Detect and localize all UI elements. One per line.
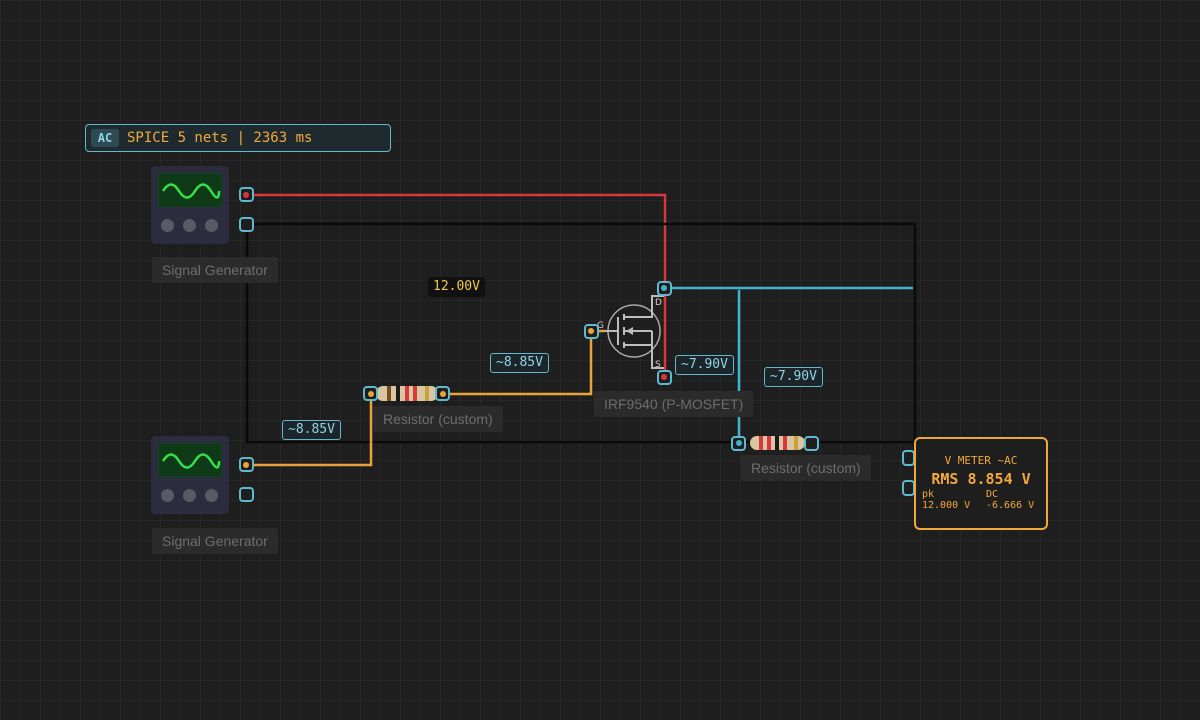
gen-bottom-terminal-gnd[interactable] <box>239 487 254 502</box>
mosfet-pin-d: D <box>655 298 662 308</box>
terminal-dot-red <box>243 192 249 198</box>
meter-dc-label: DC <box>986 489 999 500</box>
knob-icon[interactable] <box>183 489 196 502</box>
wire-black-loop[interactable] <box>245 224 915 444</box>
resistor-right-label: Resistor (custom) <box>741 455 871 481</box>
voltage-probe-label: ~8.85V <box>282 420 341 440</box>
terminal-dot-cyan-drain <box>661 285 667 291</box>
sine-wave-icon <box>161 183 221 199</box>
voltage-probe-label: ~7.90V <box>764 367 823 387</box>
knob-icon[interactable] <box>183 219 196 232</box>
meter-terminal-pos[interactable] <box>902 450 915 466</box>
sine-wave-icon <box>161 453 221 469</box>
mosfet-pin-g: G <box>597 321 604 331</box>
status-text: SPICE 5 nets | 2363 ms <box>127 130 313 146</box>
voltage-probe-label: ~7.90V <box>675 355 734 375</box>
terminal-dot-yellow <box>243 462 249 468</box>
gen-top-terminal-gnd[interactable] <box>239 217 254 232</box>
signal-generator-bottom[interactable] <box>151 436 229 514</box>
terminal-dot-cyan-r3 <box>736 440 742 446</box>
signal-generator-bottom-label: Signal Generator <box>152 528 278 554</box>
meter-dc-value: -6.666 V <box>986 500 1035 511</box>
terminal-dot-yellow-r1 <box>368 391 374 397</box>
terminal-dot-yellow-gate <box>588 328 594 334</box>
mosfet-pin-s: S <box>655 360 661 370</box>
voltage-probe-label: ~8.85V <box>490 353 549 373</box>
voltage-probe-label: 12.00V <box>428 277 485 297</box>
meter-rms-value: RMS 8.854 V <box>931 470 1031 488</box>
meter-terminal-neg[interactable] <box>902 480 915 496</box>
resistor-right-terminal-b[interactable] <box>804 436 819 451</box>
terminal-dot-yellow-r2 <box>440 391 446 397</box>
mosfet-symbol[interactable] <box>605 295 664 369</box>
meter-title: V METER ~AC <box>944 454 1018 467</box>
simulation-status-bar: AC SPICE 5 nets | 2363 ms <box>85 124 391 152</box>
wire-yellow-gen[interactable] <box>253 394 373 467</box>
wire-black-top[interactable] <box>253 222 917 458</box>
mosfet-label: IRF9540 (P-MOSFET) <box>594 391 754 417</box>
signal-generator-top-label: Signal Generator <box>152 257 278 283</box>
knob-icon[interactable] <box>161 489 174 502</box>
resistor-right[interactable] <box>750 436 805 450</box>
waveform-screen <box>158 443 222 477</box>
meter-pk-label: pk <box>922 489 935 500</box>
waveform-screen <box>158 173 222 207</box>
wire-red[interactable] <box>253 193 667 377</box>
resistor-left[interactable] <box>376 386 438 401</box>
voltmeter[interactable]: V METER ~AC RMS 8.854 V pk DC 12.000 V -… <box>914 437 1048 530</box>
terminal-dot-red-source <box>661 374 667 380</box>
knob-icon[interactable] <box>205 489 218 502</box>
meter-pk-value: 12.000 V <box>922 500 971 511</box>
mode-badge[interactable]: AC <box>91 129 119 147</box>
signal-generator-top[interactable] <box>151 166 229 244</box>
resistor-left-label: Resistor (custom) <box>373 406 503 432</box>
knob-icon[interactable] <box>205 219 218 232</box>
knob-icon[interactable] <box>161 219 174 232</box>
